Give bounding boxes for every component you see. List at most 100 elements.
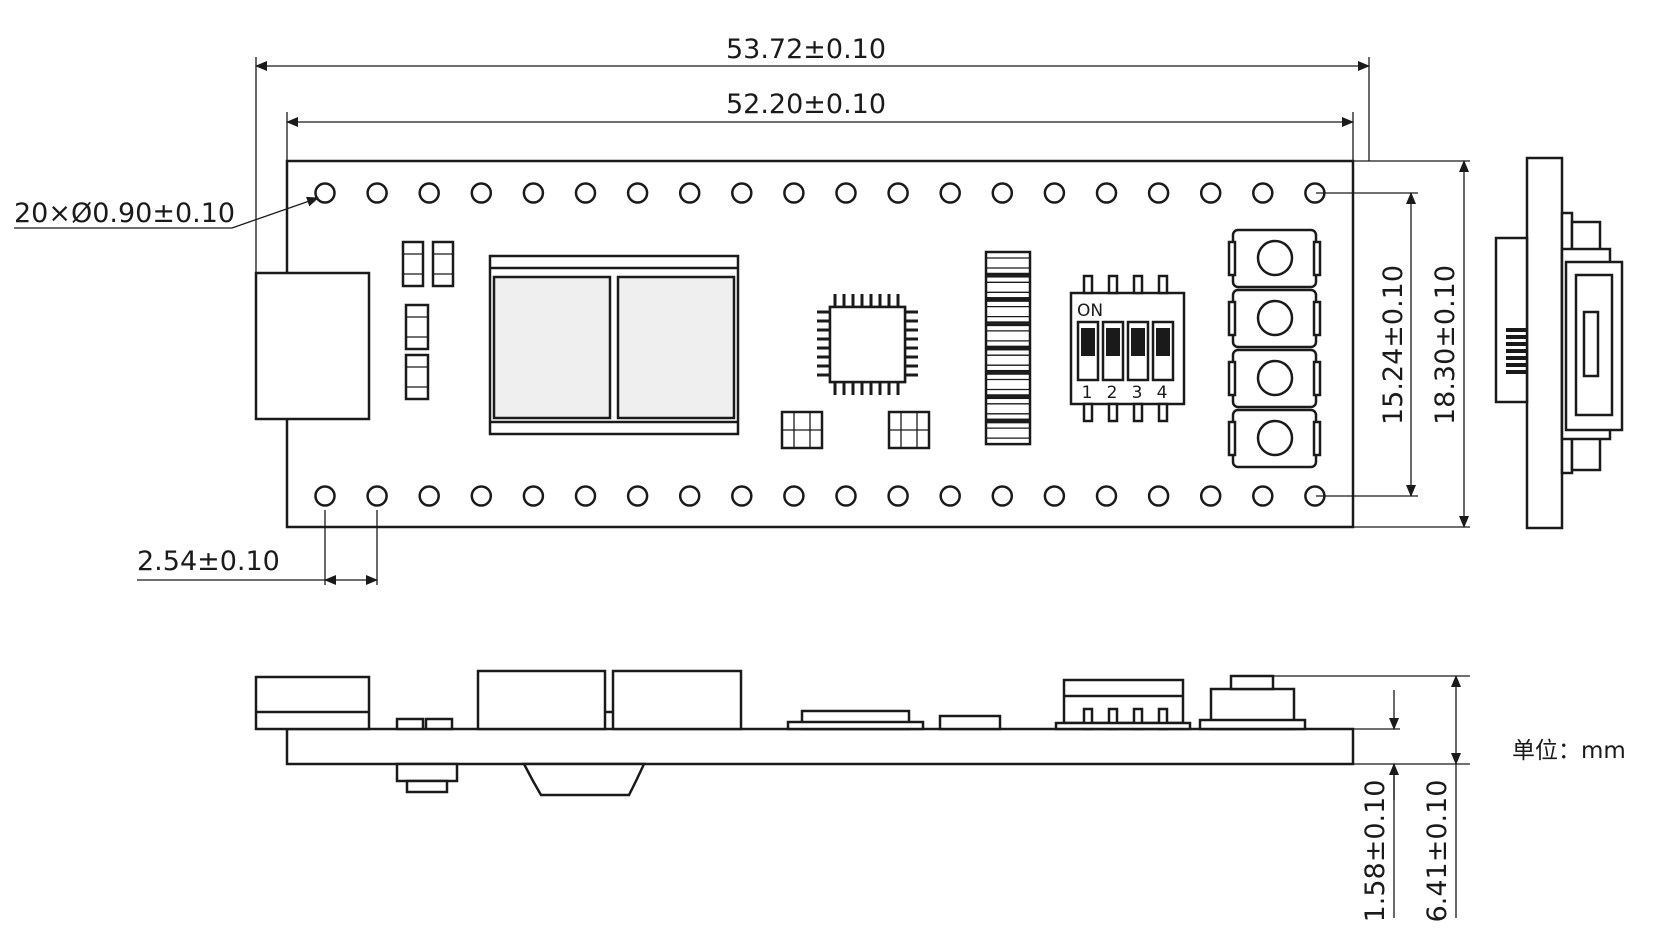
- mcu-pin: [905, 373, 918, 377]
- dim-pcb-thickness-text: 1.58±0.10: [1360, 780, 1391, 923]
- mcu-pin: [833, 294, 837, 307]
- dim-hole-spec: 20×Ø0.90±0.10: [14, 196, 319, 229]
- mcu-pin: [860, 294, 864, 307]
- resistor: [984, 372, 1032, 397]
- dim-pcb-length-text: 52.20±0.10: [726, 89, 886, 120]
- mcu-pin: [905, 364, 918, 368]
- mcu-pin: [833, 382, 837, 395]
- dip-slide-knob: [1106, 328, 1120, 356]
- power-module: [488, 254, 740, 436]
- mcu-pin: [817, 328, 830, 332]
- mcu-pin: [878, 382, 882, 395]
- header-hole: [1043, 182, 1066, 204]
- header-hole: [1095, 485, 1118, 507]
- dim-pin-pitch: 2.54±0.10: [137, 510, 378, 585]
- header-hole: [1147, 485, 1170, 507]
- header-hole: [1147, 182, 1170, 204]
- header-hole: [1199, 182, 1222, 204]
- dip-label-4: 4: [1157, 383, 1168, 403]
- tactile-button-cap: [1256, 419, 1294, 457]
- header-hole: [887, 485, 909, 507]
- tactile-button: [1231, 348, 1318, 409]
- header-hole: [418, 485, 440, 507]
- mcu-pin: [905, 355, 918, 359]
- mcu-pin: [817, 373, 830, 377]
- top-view: ON 1 2 3 4 53.72±0.10 52.20±0.10 20×Ø0.9…: [14, 34, 1470, 585]
- dip-pin: [1107, 274, 1119, 295]
- small-components-under-mcu: [780, 410, 931, 450]
- mcu-pin: [887, 294, 891, 307]
- mcu-pin: [817, 364, 830, 368]
- header-hole: [939, 182, 961, 204]
- mcu-pin: [905, 346, 918, 350]
- resistor: [984, 420, 1032, 446]
- header-hole: [418, 182, 440, 204]
- resistor: [984, 396, 1032, 422]
- dip-pin: [1082, 274, 1094, 295]
- header-hole: [678, 485, 701, 507]
- header-holes-top-row: [314, 182, 1326, 204]
- resistor: [984, 299, 1032, 324]
- mcu-pin: [851, 382, 855, 395]
- side-view-bottom: [254, 669, 1355, 797]
- side-pin: [1506, 328, 1527, 332]
- passive-components-left: [401, 240, 455, 401]
- dim-overall-length: 53.72±0.10: [255, 34, 1370, 273]
- resistor-column: [984, 250, 1032, 446]
- side-pin: [1506, 370, 1527, 374]
- mcu-pin: [905, 310, 918, 314]
- dim-pcb-thickness: 1.58±0.10: [1353, 690, 1400, 922]
- header-hole: [1252, 485, 1274, 507]
- header-hole: [991, 485, 1014, 507]
- header-hole: [1043, 485, 1066, 507]
- tactile-button: [1231, 228, 1318, 289]
- dip-pin: [1132, 402, 1144, 423]
- dim-row-spacing: 15.24±0.10: [1316, 192, 1418, 497]
- dim-total-height: 6.41±0.10: [1255, 675, 1470, 923]
- dip-switch: ON 1 2 3 4: [1069, 274, 1186, 423]
- header-hole: [939, 485, 961, 507]
- dip-on-label: ON: [1077, 301, 1103, 321]
- tactile-button: [1231, 288, 1318, 349]
- header-hole: [366, 182, 388, 204]
- dim-total-height-text: 6.41±0.10: [1422, 780, 1453, 923]
- dip-slide-knob: [1156, 328, 1170, 356]
- tactile-button-cap: [1256, 299, 1294, 337]
- mcu-pin: [817, 346, 830, 350]
- side-pin: [1506, 356, 1527, 360]
- dip-pin: [1132, 274, 1144, 295]
- mcu-pin: [842, 294, 846, 307]
- resistor: [984, 250, 1032, 276]
- pcb-side: [285, 727, 1355, 766]
- mcu-pin: [817, 319, 830, 323]
- dim-row-spacing-text: 15.24±0.10: [1378, 265, 1409, 425]
- mcu-pin: [817, 310, 830, 314]
- tactile-button-cap: [1256, 359, 1294, 397]
- side-pin: [1506, 349, 1527, 353]
- mcu-pin: [817, 337, 830, 341]
- header-hole: [887, 182, 909, 204]
- mcu-pin: [905, 337, 918, 341]
- dip-pin: [1082, 402, 1094, 423]
- dip-slide-knob: [1131, 328, 1145, 356]
- header-hole: [366, 485, 388, 507]
- usb-connector: [254, 271, 371, 421]
- header-hole: [314, 182, 336, 204]
- header-hole: [835, 182, 857, 204]
- resistor: [984, 323, 1032, 349]
- header-hole: [991, 182, 1014, 204]
- resistor: [984, 275, 1032, 300]
- pcb-outline: [285, 159, 1355, 529]
- side-view-right: [1494, 156, 1624, 530]
- header-hole: [522, 182, 545, 204]
- header-hole: [574, 182, 597, 204]
- mcu-body: [828, 305, 907, 384]
- dip-pin: [1157, 402, 1169, 423]
- header-hole: [314, 485, 336, 507]
- header-hole: [470, 182, 493, 204]
- dim-pin-pitch-text: 2.54±0.10: [137, 546, 280, 577]
- mcu-pin: [896, 294, 900, 307]
- mcu-pin: [896, 382, 900, 395]
